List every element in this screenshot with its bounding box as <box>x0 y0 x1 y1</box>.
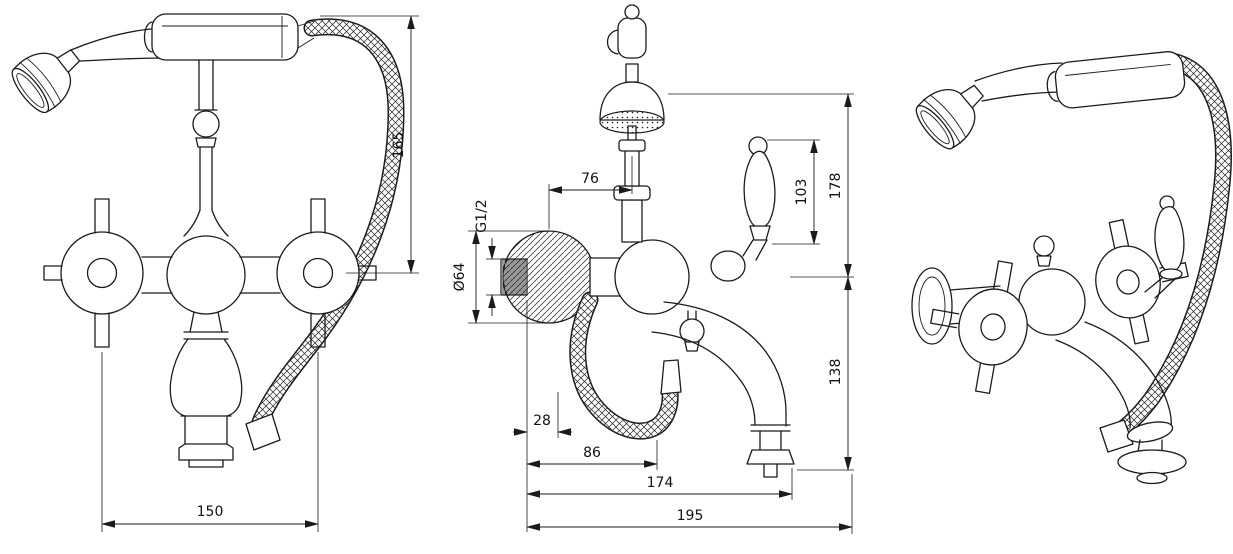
front-view: 165 150 <box>11 13 419 532</box>
handset-handle <box>70 27 163 62</box>
cradle-perspective <box>1046 51 1186 109</box>
cradle-side <box>617 17 647 59</box>
tub-spout-perspective <box>1055 321 1187 485</box>
dim-g12: G1/2 <box>474 199 500 316</box>
shower-hose <box>245 18 405 451</box>
dim-103: 103 <box>767 139 820 245</box>
dim-195: 195 <box>526 474 853 534</box>
dim-28: 28 <box>513 392 572 438</box>
riser-and-head <box>599 4 665 243</box>
tub-spout-side <box>651 301 795 478</box>
handset <box>11 27 163 114</box>
dim-165: 165 <box>320 14 419 274</box>
diverter-lever <box>710 136 776 282</box>
left-cross-handle-perspective <box>930 260 1028 395</box>
dim-label-d64: Ø64 <box>452 262 468 291</box>
shower-hose-side <box>569 291 682 440</box>
spout-knob <box>679 310 705 352</box>
body-hub <box>166 235 246 315</box>
mixer-body-side <box>589 239 690 315</box>
diverter-knob <box>183 59 229 237</box>
spray-face <box>599 110 665 134</box>
hose-connector-side <box>660 359 682 395</box>
dim-174: 174 <box>526 468 793 500</box>
dim-label-150: 150 <box>197 504 224 520</box>
dim-150: 150 <box>101 352 319 532</box>
perspective-view <box>911 51 1232 485</box>
dim-d64: Ø64 <box>452 230 545 324</box>
left-cross-handle <box>43 198 144 348</box>
right-cross-handle-perspective <box>1095 219 1189 345</box>
dim-76: 76 <box>548 156 633 229</box>
dim-label-174: 174 <box>647 475 674 491</box>
dim-86: 86 <box>526 440 658 470</box>
dim-label-165: 165 <box>391 132 407 159</box>
dim-label-76: 76 <box>581 171 599 187</box>
handset-perspective <box>915 51 1186 150</box>
tub-spout-front <box>169 311 243 468</box>
side-view: 76 G1/2 Ø64 103 178 <box>452 4 854 534</box>
lever-perspective <box>1144 195 1185 299</box>
dim-label-28: 28 <box>533 413 551 429</box>
mixer-body-perspective <box>930 195 1189 395</box>
dim-label-195: 195 <box>677 508 704 524</box>
handset-cradle <box>143 13 315 61</box>
hose-connector-perspective <box>1099 419 1134 453</box>
dim-label-138: 138 <box>828 359 844 386</box>
diverter-knob-perspective <box>1033 235 1055 267</box>
shower-hose-perspective <box>1099 53 1232 453</box>
dim-178: 178 <box>668 93 854 278</box>
dim-label-86: 86 <box>583 445 601 461</box>
hose-connector <box>245 413 281 451</box>
mixer-body <box>43 198 377 348</box>
dim-label-178: 178 <box>828 173 844 200</box>
inlet-thread <box>500 258 528 296</box>
dim-label-103: 103 <box>794 179 810 206</box>
wall-flange <box>500 230 596 324</box>
dim-label-g12: G1/2 <box>474 199 490 232</box>
dim-138: 138 <box>797 276 854 471</box>
right-cross-handle <box>276 198 377 348</box>
